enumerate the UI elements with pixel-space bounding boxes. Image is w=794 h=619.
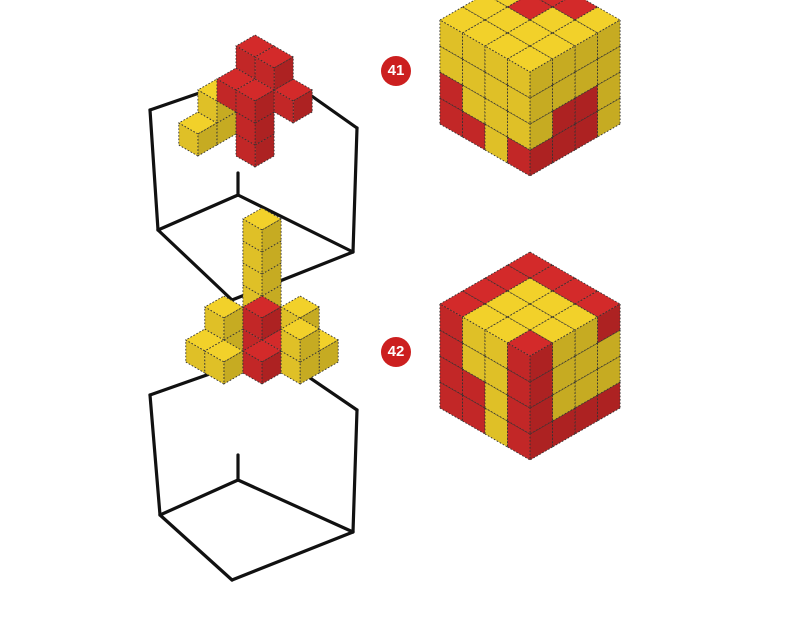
voxel-face-right (261, 350, 282, 385)
voxel-face-right (216, 111, 237, 146)
voxel-face-right (299, 350, 320, 385)
voxel-face-left (235, 111, 256, 146)
voxel-face-right (254, 89, 275, 124)
puzzle-41-assembled-cube (438, 0, 622, 177)
voxel-face-left (507, 342, 531, 383)
frame-edge (236, 478, 355, 534)
voxel-face-right (261, 240, 282, 275)
voxel-face-right (318, 339, 339, 374)
voxel-face-left (242, 240, 263, 275)
voxel-face-left (242, 262, 263, 297)
frame-edge (148, 393, 162, 517)
voxel-face-right (223, 306, 244, 341)
voxel-face-left (204, 306, 225, 341)
frame-edge (351, 126, 359, 254)
voxel-face-left (235, 133, 256, 168)
voxel-face-right (223, 350, 244, 385)
frame-edge (230, 530, 355, 582)
frame-edge (158, 478, 240, 517)
voxel-face-left (204, 350, 225, 385)
voxel-face-right (197, 122, 218, 157)
puzzle-42-frame-panel (148, 207, 359, 582)
frame-edge (156, 193, 240, 232)
voxel-face-left (280, 328, 301, 363)
puzzle-number-badge-41: 41 (381, 56, 411, 86)
voxel-face-left (507, 58, 531, 99)
puzzle-42-pieces (184, 207, 340, 385)
voxel-face-right (261, 218, 282, 253)
voxel-face-right (292, 89, 313, 124)
puzzle-41-pieces (177, 34, 314, 168)
voxel-face-left (254, 56, 275, 91)
frame-edge (148, 108, 160, 232)
voxel-face-top (235, 34, 275, 58)
voxel-face-right (261, 306, 282, 341)
voxel-face-left (242, 306, 263, 341)
voxel-face-left (242, 218, 263, 253)
voxel-face-left (185, 339, 206, 374)
frame-edge (156, 228, 234, 302)
frame-edge (158, 513, 234, 582)
voxel-face-left (242, 350, 263, 385)
voxel-face-right (273, 56, 294, 91)
puzzle-42-assembled-cube (438, 251, 622, 461)
frame-edge (236, 193, 355, 254)
puzzle-number-badge-42: 42 (381, 337, 411, 367)
voxel-face-left (273, 89, 294, 124)
voxel-face-right (261, 262, 282, 297)
voxel-face-left (197, 89, 218, 124)
voxel-face-left (235, 45, 256, 80)
frame-edge (351, 408, 359, 534)
voxel-face-right (299, 328, 320, 363)
voxel-face-left (178, 122, 199, 157)
voxel-face-left (216, 78, 237, 113)
voxel-face-left (235, 89, 256, 124)
